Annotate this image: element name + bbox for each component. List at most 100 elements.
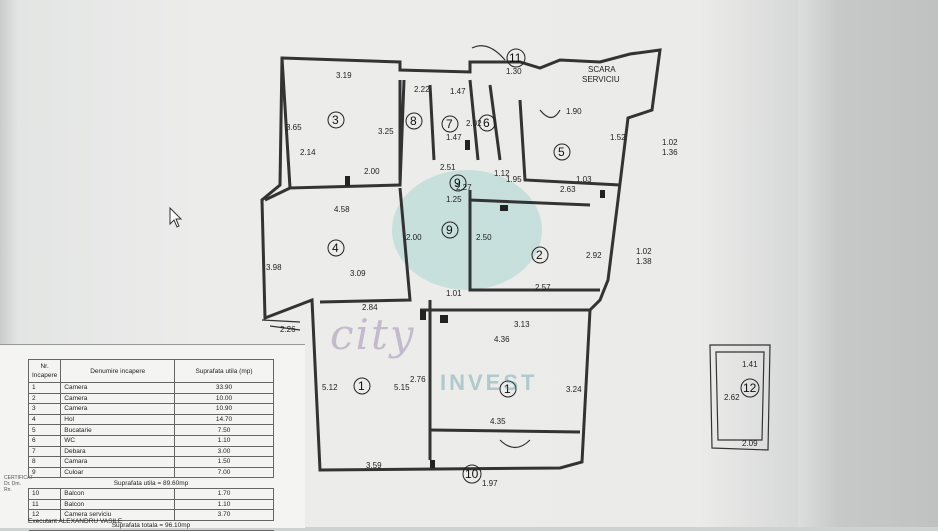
dimension-label: 3.59 [366, 461, 382, 470]
room-name: Culoar [60, 466, 175, 479]
room-area: 10.00 [174, 392, 274, 405]
dimension-label: 3.09 [350, 269, 366, 278]
subtotal-row: Suprafata utila = 89.60mp [28, 477, 274, 489]
room-area: 7.00 [174, 466, 274, 479]
room-area: 3.00 [174, 445, 274, 458]
room-area: 10.90 [174, 403, 274, 415]
room-name: Balcon [60, 487, 175, 500]
room-number: 4 [332, 241, 339, 255]
room-area: 1.50 [174, 456, 274, 468]
row-number: 8 [27, 456, 62, 468]
dimension-label: 3.13 [514, 320, 530, 329]
dimension-label: 2.62 [724, 393, 740, 402]
dimension-label: 1.36 [662, 148, 678, 157]
row-number: 6 [27, 434, 62, 447]
row-number: 11 [27, 498, 62, 511]
room-area: 1.10 [174, 498, 274, 511]
dimension-label: 2.00 [364, 167, 380, 176]
dimension-label: 2.50 [476, 233, 492, 242]
dimension-label: 4.58 [334, 205, 350, 214]
dimension-label: 1.03 [576, 175, 592, 184]
dimension-label: 5.12 [322, 383, 338, 392]
row-number: 7 [27, 445, 62, 458]
room-area: 1.70 [174, 487, 274, 500]
dimension-label: 5.15 [394, 383, 410, 392]
room-number: 3 [332, 113, 339, 127]
dimension-label: 2.57 [535, 283, 551, 292]
dimension-label: 3.19 [336, 71, 352, 80]
room-number: 9 [454, 176, 461, 190]
table-header-row: Nr. Incapere Denumire incapere Suprafata… [27, 359, 274, 383]
room-name: Camera [60, 403, 175, 415]
dimension-label: 2.02 [466, 119, 482, 128]
area-table-panel: CERTIFICAT Dr. Dm. Rn. Nr. Incapere Denu… [0, 344, 305, 531]
dimension-label: 2.00 [406, 233, 422, 242]
column-header: Suprafata utila (mp) [174, 359, 274, 383]
watermark-text: city [330, 310, 416, 359]
room-number: 12 [743, 381, 757, 395]
dimension-label: 1.41 [742, 360, 758, 369]
dimension-label: 2.51 [440, 163, 456, 172]
row-number: 9 [27, 466, 62, 479]
room-number: 6 [483, 116, 490, 130]
dimension-label: 2.92 [586, 251, 602, 260]
dimension-label: 2.09 [742, 439, 758, 448]
dimension-label: 1.02 [636, 247, 652, 256]
room-number: 5 [558, 145, 565, 159]
room-name: Bucatarie [60, 424, 175, 436]
mouse-cursor-icon [169, 206, 183, 228]
area-table: Nr. Incapere Denumire incapere Suprafata… [27, 359, 274, 531]
room-area: 3.70 [174, 509, 274, 521]
dimension-label: 4.35 [490, 417, 506, 426]
row-number: 10 [27, 487, 62, 500]
dimension-label: 1.95 [506, 175, 522, 184]
dimension-label: 3.25 [378, 127, 394, 136]
room-number: 8 [410, 114, 417, 128]
dimension-label: 1.30 [506, 67, 522, 76]
dimension-label: 3.65 [286, 123, 302, 132]
row-number: 1 [27, 382, 62, 394]
dimension-label: 1.47 [446, 133, 462, 142]
dimension-label: 3.98 [266, 263, 282, 272]
room-number: 7 [446, 117, 453, 131]
column-header: Denumire incapere [60, 359, 175, 383]
room-name: Camera [60, 392, 175, 405]
dimension-label: 2.76 [410, 375, 426, 384]
room-number: 10 [465, 467, 479, 481]
room-name: Balcon [60, 498, 175, 511]
executant-label: Executant ALEXANDRU VASILE [28, 518, 123, 525]
dimension-label: 1.25 [446, 195, 462, 204]
dimension-label: 1.12 [494, 169, 510, 178]
stair-label: SCARA [588, 65, 616, 74]
row-number: 5 [27, 424, 62, 436]
dimension-label: 2.22 [414, 85, 430, 94]
room-name: Hol [60, 413, 175, 426]
dimension-label: 1.90 [566, 107, 582, 116]
room-name: Camara [60, 456, 175, 468]
subtotal-text: Suprafata utila = 89.60mp [28, 477, 274, 489]
watermark-logo [392, 170, 542, 290]
room-area: 1.10 [174, 434, 274, 447]
dimension-label: 2.26 [280, 325, 296, 334]
dimension-label: 1.97 [482, 479, 498, 488]
room-number: 11 [509, 51, 522, 65]
room-name: WC [60, 434, 175, 447]
dimension-label: 1.47 [450, 87, 466, 96]
dimension-label: 2.63 [560, 185, 576, 194]
dimension-label: 1.01 [446, 289, 462, 298]
room-number: 2 [536, 248, 543, 262]
dimension-label: 2.14 [300, 148, 316, 157]
monitor-edge [798, 0, 938, 527]
stamp: CERTIFICAT Dr. Dm. Rn. [4, 475, 33, 493]
dimension-label: 2.84 [362, 303, 378, 312]
room-area: 33.90 [174, 382, 274, 394]
